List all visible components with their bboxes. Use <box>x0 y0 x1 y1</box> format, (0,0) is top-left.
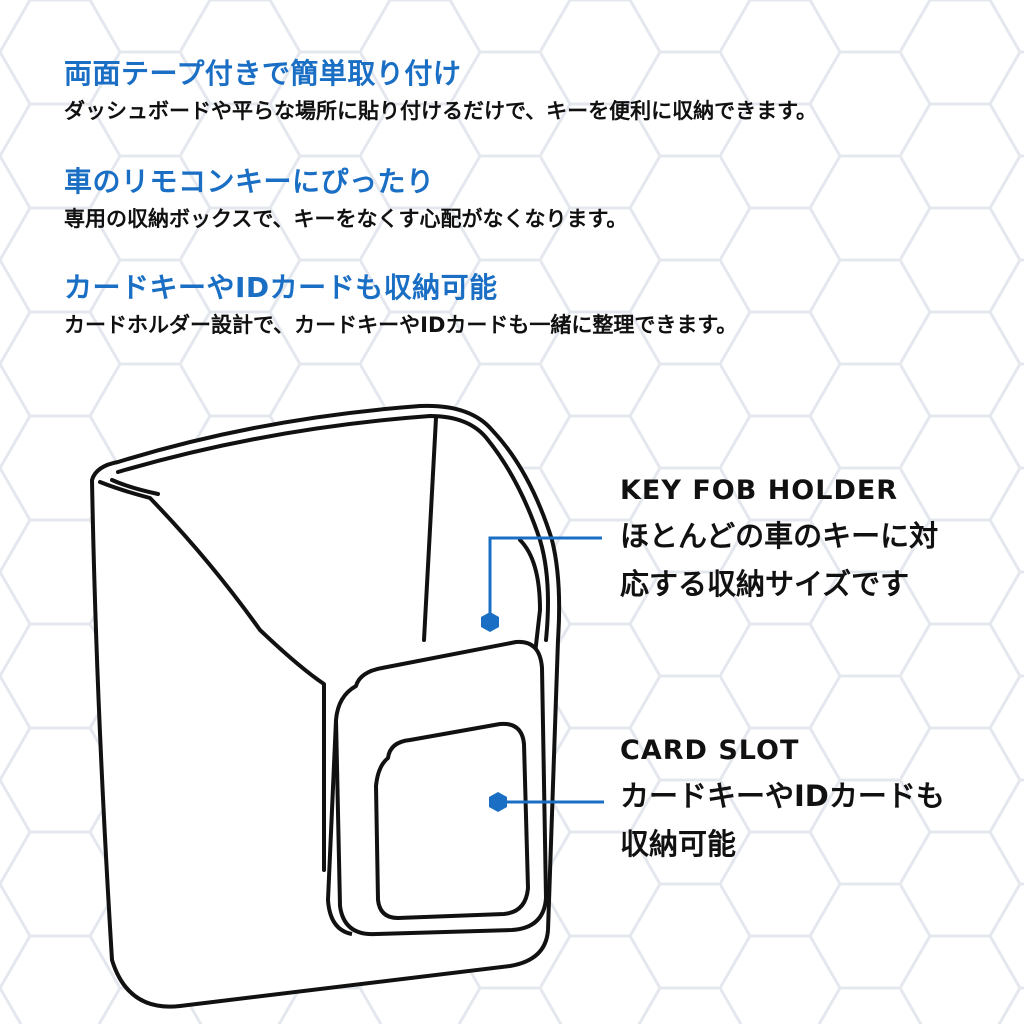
callout-title: KEY FOB HOLDER <box>620 475 899 506</box>
feature-card-storage: カードキーやIDカードも収納可能 カードホルダー設計で、カードキーやIDカードも… <box>64 270 737 340</box>
feature-description: ダッシュボードや平らな場所に貼り付けるだけで、キーを便利に収納できます。 <box>64 99 818 123</box>
callout-title: CARD SLOT <box>620 735 800 766</box>
feature-remote-key-fit: 車のリモコンキーにぴったり 専用の収納ボックスで、キーをなくす心配がなくなります… <box>64 164 627 234</box>
callout-line: 収納可能 <box>620 827 737 861</box>
feature-adhesive-tape: 両面テープ付きで簡単取り付け ダッシュボードや平らな場所に貼り付けるだけで、キー… <box>64 56 817 126</box>
callout-description: ほとんどの車のキーに対 応する収納サイズです <box>620 512 938 608</box>
callout-line: ほとんどの車のキーに対 <box>620 519 939 553</box>
feature-title: 車のリモコンキーにぴったり <box>64 165 435 198</box>
callout-description: カードキーやIDカードも 収納可能 <box>620 772 945 868</box>
feature-description: 専用の収納ボックスで、キーをなくす心配がなくなります。 <box>64 207 628 231</box>
callout-line: カードキーやIDカードも <box>620 779 945 813</box>
callout-key-fob-holder: KEY FOB HOLDER ほとんどの車のキーに対 応する収納サイズです <box>620 474 938 608</box>
feature-title: カードキーやIDカードも収納可能 <box>64 271 498 304</box>
callout-line: 応する収納サイズです <box>620 567 910 601</box>
hexagon-marker-icon <box>481 612 507 812</box>
feature-description: カードホルダー設計で、カードキーやIDカードも一緒に整理できます。 <box>64 313 738 337</box>
feature-title: 両面テープ付きで簡単取り付け <box>64 57 462 90</box>
callout-card-slot: CARD SLOT カードキーやIDカードも 収納可能 <box>620 734 945 868</box>
